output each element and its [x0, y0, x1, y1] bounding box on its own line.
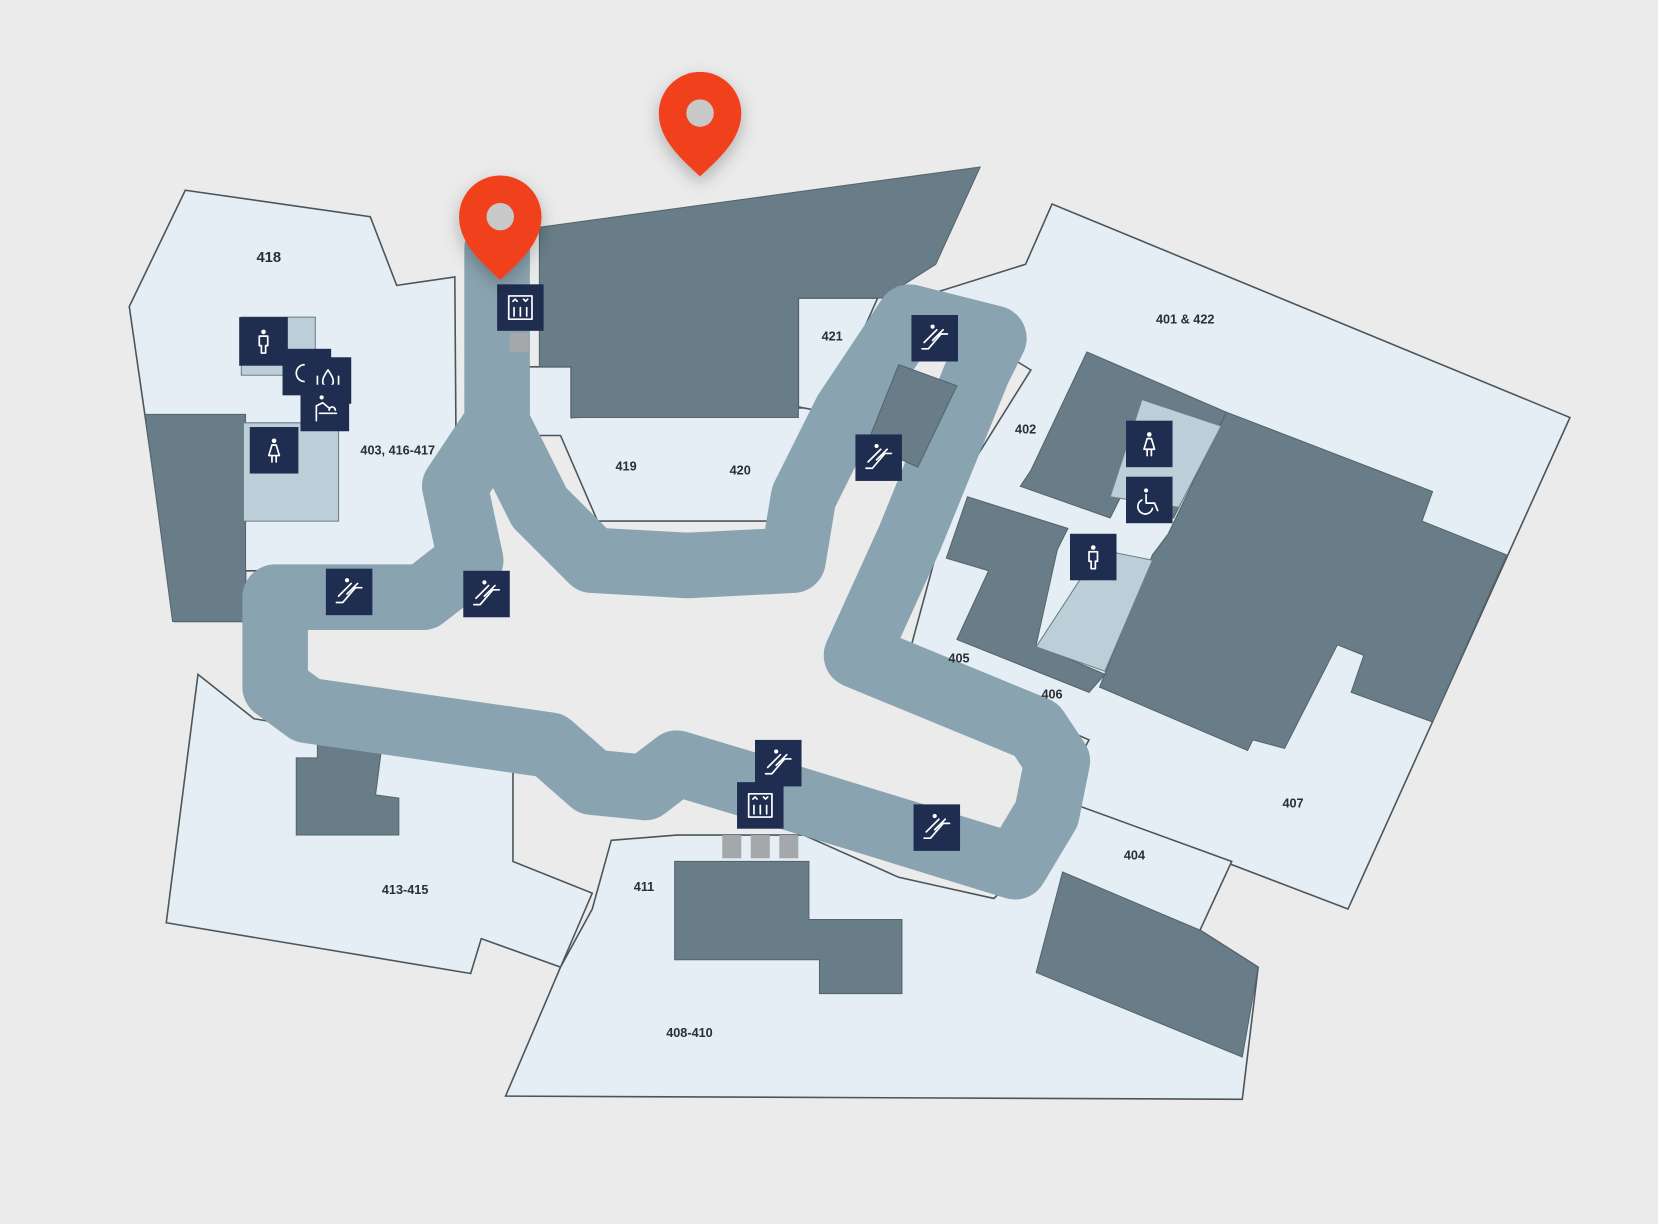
escalator-icon[interactable] — [913, 804, 961, 851]
unit-label-401-422: 401 & 422 — [1156, 312, 1214, 326]
unit-label-406: 406 — [1041, 688, 1062, 702]
baby-change-icon[interactable] — [300, 384, 350, 432]
unit-label-407: 407 — [1282, 797, 1303, 811]
corridor — [242, 215, 1091, 900]
lift-doors — [509, 332, 799, 859]
escalator-icon[interactable] — [855, 434, 902, 481]
unit-label-408-410: 408-410 — [666, 1026, 713, 1040]
escalator-icon[interactable] — [463, 570, 510, 618]
escalator-icon[interactable] — [755, 739, 802, 787]
elevator-icon[interactable] — [737, 782, 784, 829]
male-restroom-icon[interactable] — [1069, 533, 1117, 581]
unit-label-411: 411 — [634, 880, 654, 894]
unit-label-420: 420 — [730, 464, 751, 478]
unit-label-404: 404 — [1124, 848, 1145, 862]
unit-labels: 418 403, 416-417 419 420 421 401 & 422 4… — [256, 250, 1303, 1040]
unit-label-419: 419 — [615, 459, 636, 473]
escalator-icon[interactable] — [325, 568, 373, 616]
elevator-icon[interactable] — [497, 284, 544, 331]
male-restroom-icon[interactable] — [239, 317, 288, 366]
location-pin[interactable] — [459, 175, 542, 281]
wheelchair-icon[interactable] — [1126, 476, 1173, 524]
amenity-icons — [239, 284, 1173, 851]
escalator-icon[interactable] — [911, 314, 958, 362]
unit-label-405: 405 — [948, 652, 969, 666]
unit-label-418: 418 — [256, 250, 281, 266]
location-pin[interactable] — [658, 71, 742, 177]
unit-label-402: 402 — [1015, 422, 1036, 436]
unit-label-413-415: 413-415 — [382, 883, 429, 897]
unit-label-421: 421 — [822, 329, 843, 343]
unit-label-403: 403, 416-417 — [360, 444, 435, 458]
female-restroom-icon[interactable] — [249, 427, 299, 474]
female-restroom-icon[interactable] — [1126, 420, 1173, 468]
